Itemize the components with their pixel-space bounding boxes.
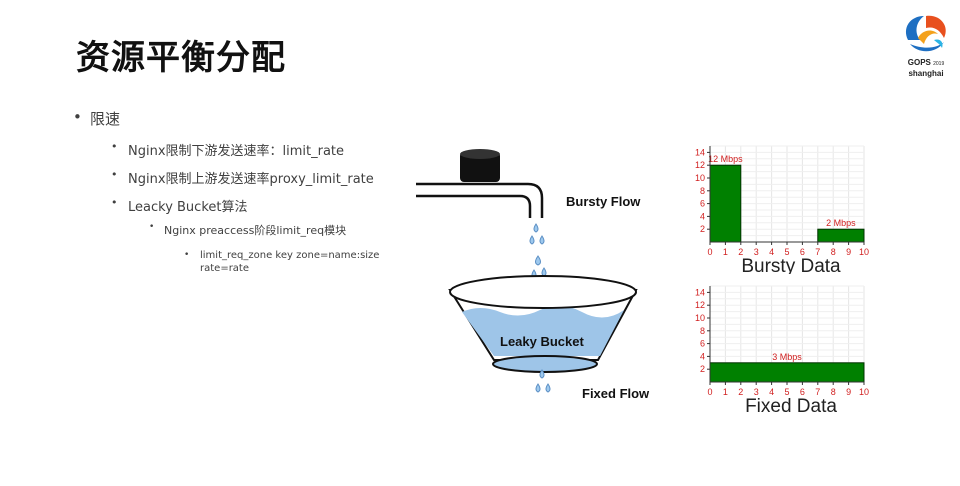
bullet-text: 限速 (90, 110, 121, 128)
y-tick-label: 8 (700, 326, 705, 336)
bullet-dot-icon: • (111, 168, 118, 181)
chart-title: Fixed Data (745, 396, 837, 414)
water-drops-icon (535, 369, 551, 393)
y-tick-label: 4 (700, 211, 705, 221)
bullet-dot-icon: • (111, 196, 118, 209)
bullet-text: Nginx限制下游发送速率：limit_rate (128, 144, 345, 159)
y-tick-label: 2 (700, 364, 705, 374)
bursty-flow-label: Bursty Flow (566, 194, 641, 209)
bullet-text: Leacky Bucket算法 (128, 200, 248, 215)
bullet-level3-item: • Nginx preaccess阶段limit_req模块 (149, 222, 347, 238)
y-tick-label: 4 (700, 351, 705, 361)
fixed-flow-label: Fixed Flow (582, 386, 650, 401)
gops-logo-mark-icon (905, 15, 946, 52)
x-tick-label: 9 (846, 247, 851, 257)
bullet-dot-icon: • (111, 140, 118, 153)
y-tick-label: 14 (695, 147, 705, 157)
x-tick-label: 8 (831, 387, 836, 397)
bucket-icon (448, 275, 638, 373)
x-tick-label: 3 (754, 247, 759, 257)
y-tick-label: 2 (700, 224, 705, 234)
x-tick-label: 1 (723, 387, 728, 397)
bullet-dot-icon: • (73, 108, 82, 126)
bullet-level4-item: • limit_req_zone key zone=name:size rate… (184, 249, 390, 275)
x-tick-label: 7 (815, 387, 820, 397)
logo-city: shanghai (908, 69, 944, 78)
slide-title: 资源平衡分配 (76, 38, 286, 78)
bullet-dot-icon: • (149, 222, 155, 232)
y-tick-label: 10 (695, 313, 705, 323)
x-tick-label: 6 (800, 387, 805, 397)
faucet-icon (416, 149, 544, 218)
x-tick-label: 2 (738, 387, 743, 397)
x-tick-label: 3 (754, 387, 759, 397)
x-tick-label: 8 (831, 247, 836, 257)
bullet-level1: • 限速 (73, 108, 121, 129)
chart-bar (709, 362, 865, 383)
y-tick-label: 14 (695, 287, 705, 297)
bullet-level2-item: • Nginx限制上游发送速率proxy_limit_rate (111, 168, 374, 187)
leaky-bucket-diagram: Leaky Bucket Bursty Flow Fixed Flow (416, 149, 650, 401)
y-tick-label: 12 (695, 300, 705, 310)
bullet-level2-item: • Leacky Bucket算法 (111, 196, 248, 215)
y-tick-label: 10 (695, 173, 705, 183)
bullet-level2-item: • Nginx限制下游发送速率：limit_rate (111, 140, 345, 159)
logo-name: GOPS (907, 58, 931, 67)
y-tick-label: 6 (700, 339, 705, 349)
water-drops-icon (529, 223, 547, 279)
logo-year: 2019 (933, 61, 945, 67)
bullet-text: limit_req_zone key zone=name:size rate=r… (200, 250, 380, 274)
gops-logo: GOPS 2019 shanghai (896, 10, 956, 82)
x-tick-label: 5 (784, 247, 789, 257)
bullet-dot-icon: • (184, 250, 190, 260)
x-tick-label: 7 (815, 247, 820, 257)
bullet-text: Nginx preaccess阶段limit_req模块 (164, 224, 347, 237)
y-tick-label: 12 (695, 160, 705, 170)
y-tick-label: 6 (700, 199, 705, 209)
bucket-label: Leaky Bucket (500, 334, 584, 349)
x-tick-label: 0 (707, 387, 712, 397)
x-tick-label: 2 (738, 247, 743, 257)
x-tick-label: 5 (784, 387, 789, 397)
x-tick-label: 10 (859, 247, 869, 257)
y-tick-label: 8 (700, 186, 705, 196)
x-tick-label: 10 (859, 387, 869, 397)
chart-bar (709, 164, 742, 243)
x-tick-label: 6 (800, 247, 805, 257)
x-tick-label: 0 (707, 247, 712, 257)
bullet-text: Nginx限制上游发送速率proxy_limit_rate (128, 172, 374, 187)
chart-title: Bursty Data (741, 256, 841, 274)
x-tick-label: 9 (846, 387, 851, 397)
x-tick-label: 4 (769, 387, 774, 397)
bar-data-label: 3 Mbps (772, 352, 802, 362)
bar-data-label: 12 Mbps (708, 154, 743, 164)
x-tick-label: 4 (769, 247, 774, 257)
bar-data-label: 2 Mbps (826, 218, 856, 228)
x-tick-label: 1 (723, 247, 728, 257)
chart-bar (817, 228, 865, 243)
